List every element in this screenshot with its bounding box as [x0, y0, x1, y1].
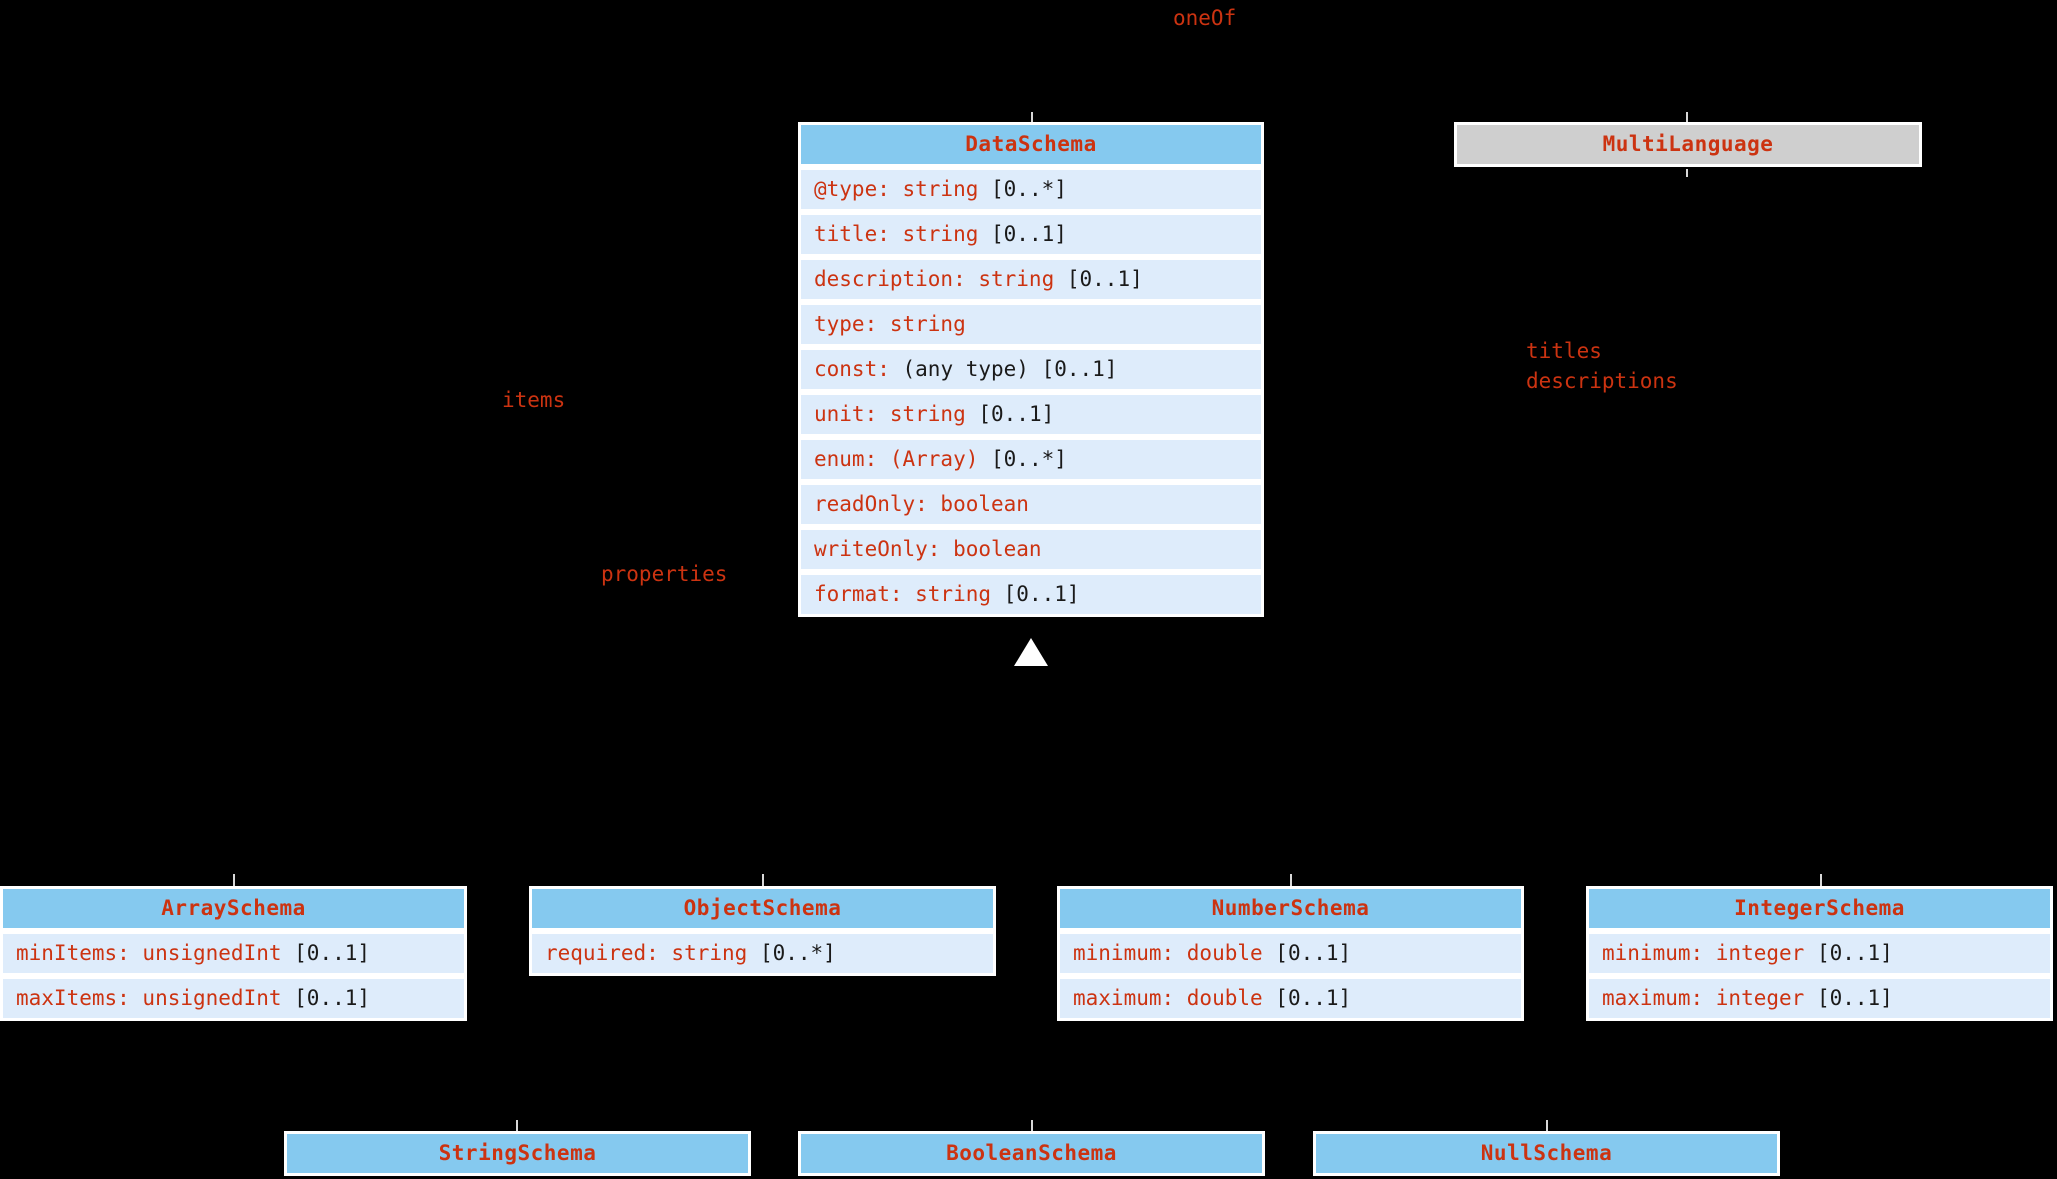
class-title-stringschema: StringSchema [287, 1134, 748, 1173]
attribute-label: writeOnly: boolean [814, 537, 1042, 561]
attribute-row: maxItems: unsignedInt [0..1] [3, 979, 464, 1018]
attribute-multiplicity: [0..1] [1066, 267, 1143, 291]
attribute-label: minimum: integer [1602, 941, 1817, 965]
class-title-objectschema: ObjectSchema [532, 889, 993, 928]
connector-stub-nullschema [1546, 1120, 1548, 1132]
class-title-booleanschema: BooleanSchema [801, 1134, 1262, 1173]
attribute-multiplicity: [0..1] [1816, 941, 1893, 965]
edge-label-oneof: oneOf [1173, 6, 1237, 30]
class-box-arrayschema[interactable]: ArraySchema minItems: unsignedInt [0..1]… [0, 886, 467, 1021]
edge-label-properties: properties [601, 562, 728, 586]
attribute-row: const: (any type) [0..1] [801, 350, 1261, 389]
attribute-multiplicity: [0..1] [978, 402, 1055, 426]
connector-stub-booleanschema [1031, 1120, 1033, 1132]
connector-stub-multilanguage-bottom [1686, 169, 1688, 177]
attribute-row: title: string [0..1] [801, 215, 1261, 254]
class-title-numberschema: NumberSchema [1060, 889, 1521, 928]
attribute-label: enum: (Array) [814, 447, 992, 471]
attribute-multiplicity: [0..1] [294, 986, 371, 1010]
attribute-label: required: string [545, 941, 760, 965]
attribute-multiplicity: [0..*] [991, 177, 1067, 201]
edge-label-titles: titles [1526, 339, 1602, 363]
class-title-integerschema: IntegerSchema [1589, 889, 2050, 928]
generalization-arrow-icon [1014, 638, 1048, 666]
edge-label-items: items [502, 388, 566, 412]
edge-label-descriptions: descriptions [1526, 369, 1678, 393]
attribute-label: type: string [814, 312, 966, 336]
class-box-nullschema[interactable]: NullSchema [1313, 1131, 1780, 1176]
attribute-row: format: string [0..1] [801, 575, 1261, 614]
attribute-row: required: string [0..*] [532, 934, 993, 973]
attribute-label: minimum: double [1073, 941, 1276, 965]
attribute-row: description: string [0..1] [801, 260, 1261, 299]
connector-stub-dataschema [1031, 112, 1033, 122]
attribute-row: minItems: unsignedInt [0..1] [3, 934, 464, 973]
class-box-multilanguage[interactable]: MultiLanguage [1454, 122, 1922, 167]
class-box-numberschema[interactable]: NumberSchema minimum: double [0..1] maxi… [1057, 886, 1524, 1021]
attribute-row: @type: string [0..*] [801, 170, 1261, 209]
attribute-multiplicity: [0..1] [1816, 986, 1893, 1010]
attribute-row: maximum: double [0..1] [1060, 979, 1521, 1018]
connector-stub-arrayschema [233, 874, 235, 886]
attribute-row: writeOnly: boolean [801, 530, 1261, 569]
attribute-row: minimum: integer [0..1] [1589, 934, 2050, 973]
class-title-arrayschema: ArraySchema [3, 889, 464, 928]
attribute-label: maximum: integer [1602, 986, 1817, 1010]
attribute-multiplicity: [0..1] [1041, 357, 1118, 381]
attribute-label: description: string [814, 267, 1067, 291]
class-box-booleanschema[interactable]: BooleanSchema [798, 1131, 1265, 1176]
connector-stub-multilanguage [1686, 112, 1688, 122]
attribute-label: readOnly: boolean [814, 492, 1029, 516]
class-box-integerschema[interactable]: IntegerSchema minimum: integer [0..1] ma… [1586, 886, 2053, 1021]
attribute-multiplicity: [0..1] [1275, 986, 1352, 1010]
attribute-row: readOnly: boolean [801, 485, 1261, 524]
attribute-label: minItems: unsignedInt [16, 941, 295, 965]
attribute-label: const: [814, 357, 903, 381]
attribute-multiplicity: [0..*] [759, 941, 836, 965]
class-box-stringschema[interactable]: StringSchema [284, 1131, 751, 1176]
attribute-row: enum: (Array) [0..*] [801, 440, 1261, 479]
attribute-label: format: string [814, 582, 1004, 606]
attribute-row: minimum: double [0..1] [1060, 934, 1521, 973]
attribute-label: maxItems: unsignedInt [16, 986, 295, 1010]
attribute-label: @type: string [814, 177, 992, 201]
class-box-objectschema[interactable]: ObjectSchema required: string [0..*] [529, 886, 996, 976]
attribute-label: title: string [814, 222, 992, 246]
attribute-row: unit: string [0..1] [801, 395, 1261, 434]
attribute-multiplicity: [0..1] [991, 222, 1067, 246]
connector-stub-integerschema [1820, 874, 1822, 886]
class-title-dataschema: DataSchema [801, 125, 1261, 164]
attribute-row: maximum: integer [0..1] [1589, 979, 2050, 1018]
attribute-multiplicity: [0..*] [991, 447, 1067, 471]
connector-stub-objectschema [762, 874, 764, 886]
attribute-multiplicity: [0..1] [294, 941, 371, 965]
attribute-type: (any type) [902, 357, 1042, 381]
class-box-dataschema[interactable]: DataSchema @type: string [0..*] title: s… [798, 122, 1264, 617]
attribute-row: type: string [801, 305, 1261, 344]
class-title-nullschema: NullSchema [1316, 1134, 1777, 1173]
attribute-multiplicity: [0..1] [1275, 941, 1352, 965]
connector-stub-stringschema [516, 1120, 518, 1132]
attribute-label: maximum: double [1073, 986, 1276, 1010]
connector-stub-numberschema [1290, 874, 1292, 886]
class-title-multilanguage: MultiLanguage [1457, 125, 1919, 164]
attribute-multiplicity: [0..1] [1003, 582, 1080, 606]
attribute-label: unit: string [814, 402, 979, 426]
